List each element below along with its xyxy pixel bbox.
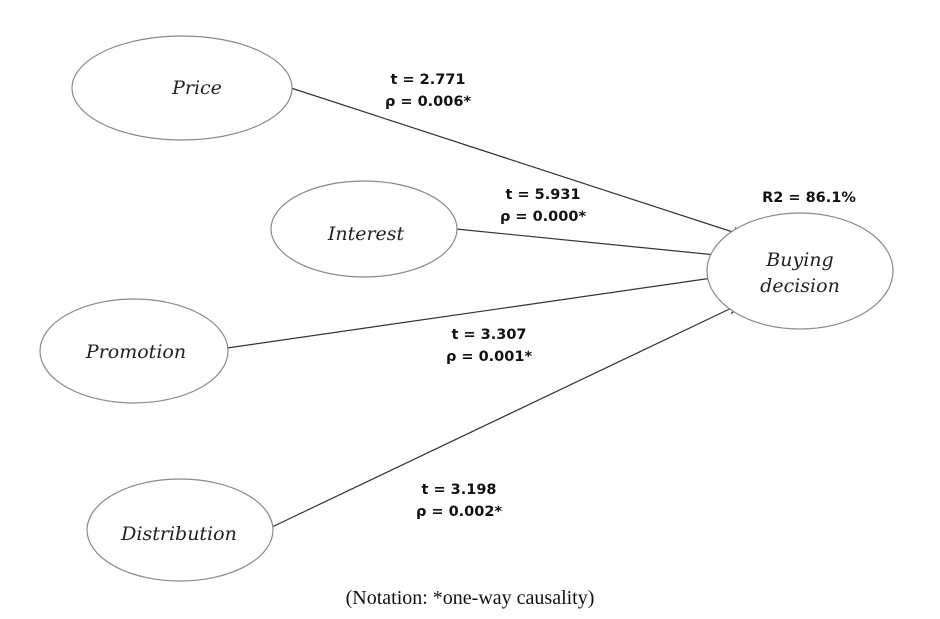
distribution-t-value: t = 3.198 — [421, 482, 496, 498]
arrow-distribution-to-buying-decision — [271, 304, 740, 528]
node-buying-decision-ellipse — [706, 212, 894, 330]
node-price-label: Price — [171, 77, 222, 99]
price-p-value: ρ = 0.006* — [385, 94, 471, 110]
arrow-promotion-to-buying-decision — [226, 275, 733, 349]
r-squared-value: R2 = 86.1% — [762, 190, 856, 206]
interest-p-value: ρ = 0.000* — [500, 209, 586, 225]
node-interest-label: Interest — [327, 223, 405, 245]
node-interest-ellipse — [270, 180, 458, 278]
promotion-p-value: ρ = 0.001* — [446, 349, 532, 365]
arrow-interest-to-buying-decision — [455, 228, 726, 256]
node-buying-decision-label-line1: Buying — [765, 249, 833, 271]
node-distribution-ellipse — [86, 478, 274, 582]
node-price-ellipse — [71, 35, 293, 141]
node-promotion-label: Promotion — [85, 341, 186, 363]
node-buying-decision-label-line2: decision — [760, 275, 840, 297]
interest-t-value: t = 5.931 — [505, 187, 580, 203]
node-distribution-label: Distribution — [120, 523, 237, 545]
notation-caption: (Notation: *one-way causality) — [346, 587, 595, 609]
price-t-value: t = 2.771 — [390, 72, 465, 88]
node-promotion-ellipse — [39, 298, 229, 404]
promotion-t-value: t = 3.307 — [451, 327, 526, 343]
arrow-price-to-buying-decision — [290, 87, 745, 236]
distribution-p-value: ρ = 0.002* — [416, 504, 502, 520]
